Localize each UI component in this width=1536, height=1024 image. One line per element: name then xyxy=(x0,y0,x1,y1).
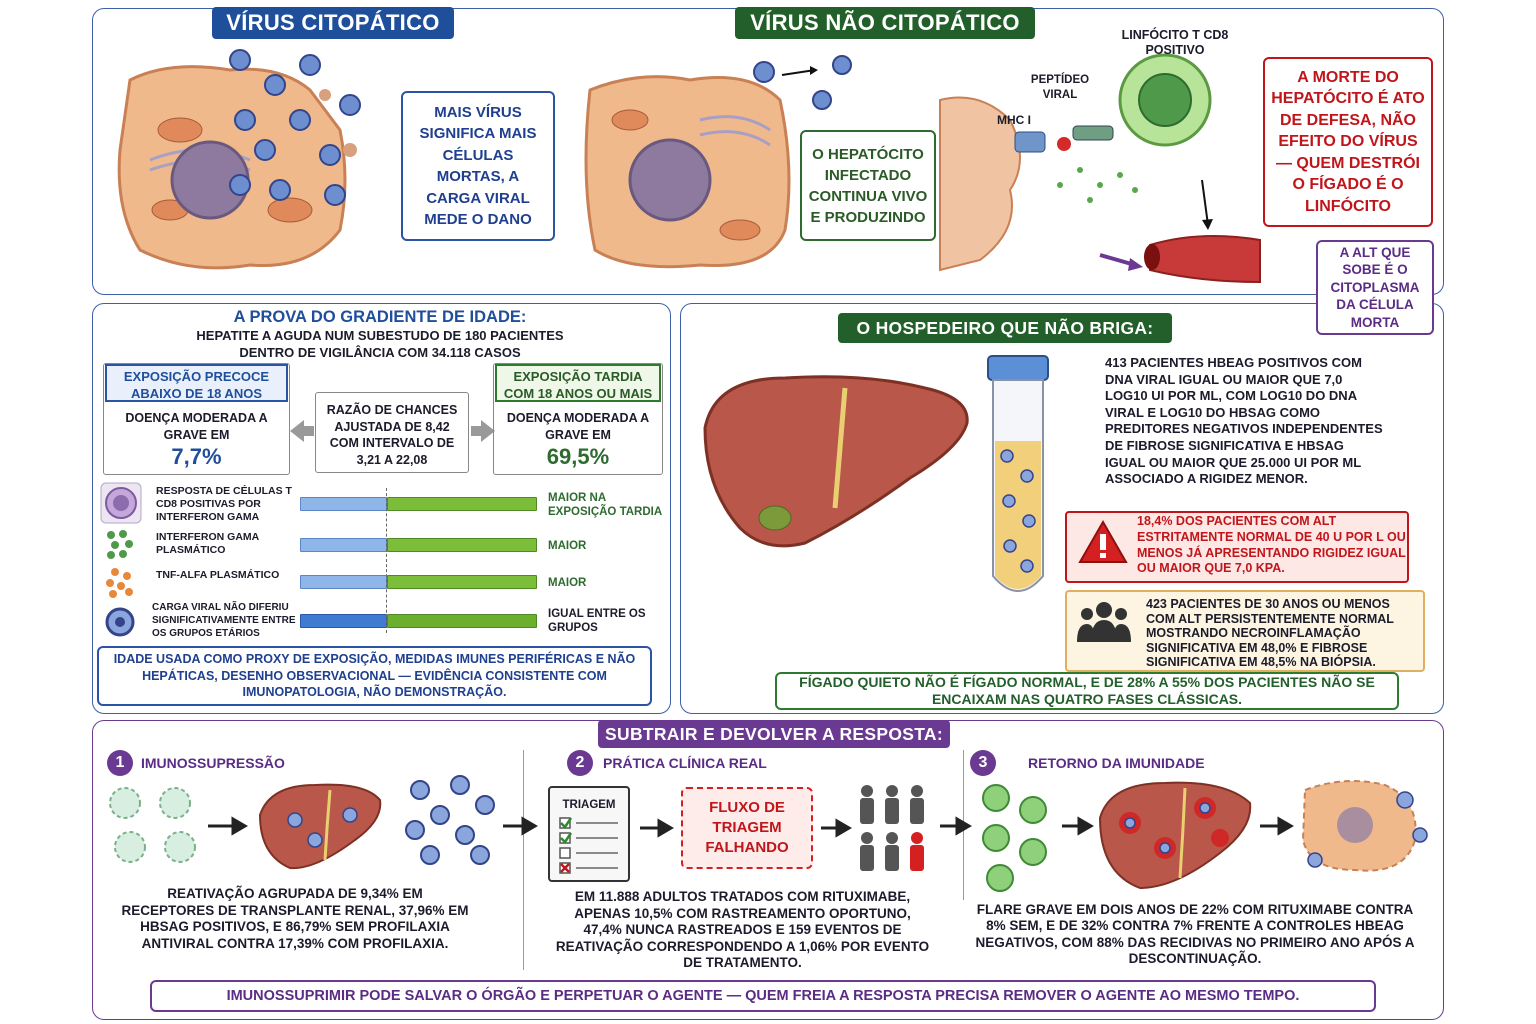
late-label: DOENÇA MODERADA A GRAVE EM xyxy=(506,411,650,442)
alt-note: A ALT QUE SOBE É O CITOPLASMA DA CÉLULA … xyxy=(1316,240,1434,335)
row-label-3: TNF-ALFA PLASMÁTICO xyxy=(156,569,280,581)
suppressed-cells-illustration xyxy=(109,787,196,863)
odds-text: RAZÃO DE CHANCES AJUSTADA DE 8,42 COM IN… xyxy=(326,403,458,467)
warning-icon xyxy=(1078,519,1128,563)
row-label-2: INTERFERON GAMA PLASMÁTICO xyxy=(156,531,259,556)
late-box xyxy=(493,363,663,475)
bottom-title: SUBTRAIR E DEVOLVER A RESPOSTA: xyxy=(598,720,950,748)
row-result-2: MAIOR xyxy=(548,540,587,552)
cyto-title: VÍRUS CITOPÁTICO xyxy=(212,7,454,39)
bar-late-1 xyxy=(387,497,537,511)
row-label-1: RESPOSTA DE CÉLULAS T CD8 POSITIVAS POR … xyxy=(156,485,292,523)
tcell-attack-illustration xyxy=(939,53,1261,284)
age-title: A PROVA DO GRADIENTE DE IDADE: xyxy=(233,308,527,326)
step-3-title: RETORNO DA IMUNIDADE xyxy=(1028,755,1205,771)
released-virions-2 xyxy=(405,775,495,865)
early-box xyxy=(103,363,290,475)
early-label: DOENÇA MODERADA A GRAVE EM xyxy=(125,411,268,442)
tnf-dots-icon xyxy=(106,568,133,598)
mhc-label: MHC I xyxy=(997,113,1031,127)
death-note: A MORTE DO HEPATÓCITO É ATO DE DEFESA, N… xyxy=(1263,57,1433,227)
odds-box xyxy=(315,392,469,473)
bar-divider xyxy=(386,488,387,633)
tcell-label: LINFÓCITO T CD8 POSITIVO xyxy=(1121,28,1229,57)
liver-illustration xyxy=(703,375,969,548)
bar-late-4 xyxy=(387,614,537,628)
blood-tube-illustration xyxy=(987,355,1049,592)
flow-fail-box: FLUXO DE TRIAGEM FALHANDO xyxy=(681,787,813,869)
cyto-note: MAIS VÍRUS SIGNIFICA MAIS CÉLULAS MORTAS… xyxy=(401,91,555,241)
early-value: 7,7% xyxy=(171,444,222,469)
bar-late-2 xyxy=(387,538,537,552)
step-1-text: REATIVAÇÃO AGRUPADA DE 9,34% EM RECEPTOR… xyxy=(121,886,469,951)
returning-tcells-illustration xyxy=(982,784,1047,892)
peptide-label: PEPTÍDEO VIRAL xyxy=(1030,74,1090,101)
warning-text: 18,4% DOS PACIENTES COM ALT ESTRITAMENTE… xyxy=(1137,514,1406,576)
age-subtitle: HEPATITE A AGUDA NUM SUBESTUDO DE 180 PA… xyxy=(196,328,564,360)
step-3-number: 3 xyxy=(970,750,996,776)
step-1-number: 1 xyxy=(107,750,133,776)
virus-icon xyxy=(105,607,135,637)
host-text: 413 PACIENTES HBeAg POSITIVOS COM DNA VI… xyxy=(1105,355,1383,487)
lysed-cell-illustration xyxy=(117,65,357,270)
host-footer: FÍGADO QUIETO NÃO É FÍGADO NORMAL, E DE … xyxy=(775,672,1399,710)
bar-late-3 xyxy=(387,575,537,589)
age-footer: IDADE USADA COMO PROXY DE EXPOSIÇÃO, MED… xyxy=(97,646,652,706)
people-icon xyxy=(1077,602,1131,642)
host-title: O HOSPEDEIRO QUE NÃO BRIGA: xyxy=(838,313,1172,343)
checklist-title: TRIAGEM xyxy=(562,799,616,811)
warning-box xyxy=(1065,511,1409,583)
step1-liver-illustration xyxy=(258,783,382,870)
row-label-4: CARGA VIRAL NÃO DIFERIU SIGNIFICATIVAMEN… xyxy=(152,602,296,639)
bottom-panel xyxy=(92,720,1444,1020)
bottom-footer: IMUNOSSUPRIMIR PODE SALVAR O ÓRGÃO E PER… xyxy=(150,980,1376,1012)
step-2-text: EM 11.888 ADULTOS TRATADOS COM RITUXIMAB… xyxy=(555,889,930,970)
step-1-title: IMUNOSSUPRESSÃO xyxy=(141,755,285,771)
noncyto-title: VÍRUS NÃO CITOPÁTICO xyxy=(735,7,1035,39)
row-result-4: IGUAL ENTRE OS GRUPOS xyxy=(548,608,646,634)
infected-hepatocyte-illustration xyxy=(584,75,791,269)
late-value: 69,5% xyxy=(546,444,610,469)
row-result-3: MAIOR xyxy=(548,577,587,589)
people-text: 423 PACIENTES DE 30 ANOS OU MENOS COM AL… xyxy=(1146,597,1394,670)
step-2-title: PRÁTICA CLÍNICA REAL xyxy=(603,755,767,771)
row-result-1: MAIOR NA EXPOSIÇÃO TARDIA xyxy=(548,492,663,518)
late-header: EXPOSIÇÃO TARDIA COM 18 ANOS OU MAIS xyxy=(495,364,661,402)
destroyed-cells-illustration xyxy=(1301,780,1428,872)
step-divider-1 xyxy=(523,750,524,970)
double-arrow-icon xyxy=(290,420,495,442)
tcell-icon xyxy=(100,482,142,524)
step-2-number: 2 xyxy=(567,750,593,776)
early-header: EXPOSIÇÃO PRECOCE ABAIXO DE 18 ANOS xyxy=(105,364,288,402)
inflamed-liver-illustration xyxy=(1098,781,1252,890)
patients-icon xyxy=(860,785,924,871)
step-3-text: FLARE GRAVE EM DOIS ANOS DE 22% COM RITU… xyxy=(975,902,1415,966)
noncyto-note: O HEPATÓCITO INFECTADO CONTINUA VIVO E P… xyxy=(800,130,936,241)
released-virions xyxy=(229,49,361,206)
checklist-items-icon xyxy=(559,817,618,874)
budding-virions xyxy=(753,55,852,110)
ifn-dots-icon xyxy=(107,530,133,559)
